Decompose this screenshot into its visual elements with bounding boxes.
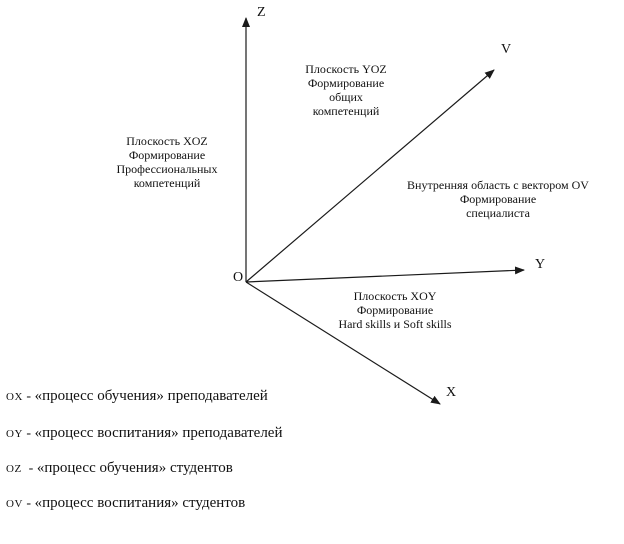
note-plane-xoy: Плоскость XOY Формирование Hard skills и…: [320, 289, 470, 331]
legend-desc: «процесс обучения» студентов: [36, 460, 233, 476]
note-ov-line-2: Формирование: [459, 192, 537, 206]
note-xoy-line-3: Hard skills и Soft skills: [338, 317, 452, 331]
note-yoz-line-3: общих: [329, 90, 363, 104]
note-xoy-line-1: Плоскость XOY: [353, 289, 437, 303]
legend-row-ox: OX - «процесс обучения» преподавателей: [6, 388, 268, 405]
origin-label: O: [233, 270, 244, 285]
legend-sep: -: [22, 389, 35, 404]
axis-v-line: [245, 69, 495, 283]
note-xoz-line-3: Профессиональных: [116, 162, 218, 176]
legend-desc: «процесс воспитания» студентов: [34, 495, 246, 511]
legend-sep: -: [21, 461, 37, 476]
legend-desc: «процесс обучения» преподавателей: [34, 388, 268, 404]
note-area-ov: Внутренняя область с вектором OV Формиро…: [388, 178, 608, 220]
note-ov-line-3: специалиста: [466, 206, 530, 220]
legend-row-ov: OV - «процесс воспитания» студентов: [6, 495, 245, 512]
note-xoz-line-4: компетенций: [133, 176, 201, 190]
note-plane-xoz: Плоскость XOZ Формирование Профессиональ…: [92, 134, 242, 190]
note-xoz-line-1: Плоскость XOZ: [126, 134, 208, 148]
legend-code: OY: [6, 428, 23, 440]
axis-z-label: Z: [257, 5, 266, 20]
axis-v-label: V: [501, 42, 512, 57]
axis-y-label: Y: [535, 257, 546, 272]
note-xoz-line-2: Формирование: [128, 148, 206, 162]
note-yoz-line-2: Формирование: [307, 76, 385, 90]
note-plane-yoz: Плоскость YOZ Формирование общих компете…: [276, 62, 416, 118]
note-yoz-line-4: компетенций: [312, 104, 380, 118]
note-yoz-line-1: Плоскость YOZ: [305, 62, 387, 76]
legend-desc: «процесс воспитания» преподавателей: [34, 425, 283, 441]
legend-row-oz: OZ - «процесс обучения» студентов: [6, 460, 233, 477]
axis-y-line: [245, 266, 525, 283]
legend-code: OZ: [6, 463, 22, 475]
legend-sep: -: [22, 426, 35, 441]
legend-row-oy: OY - «процесс воспитания» преподавателей: [6, 425, 283, 442]
note-xoy-line-2: Формирование: [356, 303, 434, 317]
note-ov-line-1: Внутренняя область с вектором OV: [407, 178, 589, 192]
legend-code: OX: [6, 391, 23, 403]
legend-code: OV: [6, 498, 23, 510]
legend-sep: -: [22, 496, 35, 511]
axis-x-line: [245, 281, 441, 405]
axis-x-label: X: [446, 385, 457, 400]
